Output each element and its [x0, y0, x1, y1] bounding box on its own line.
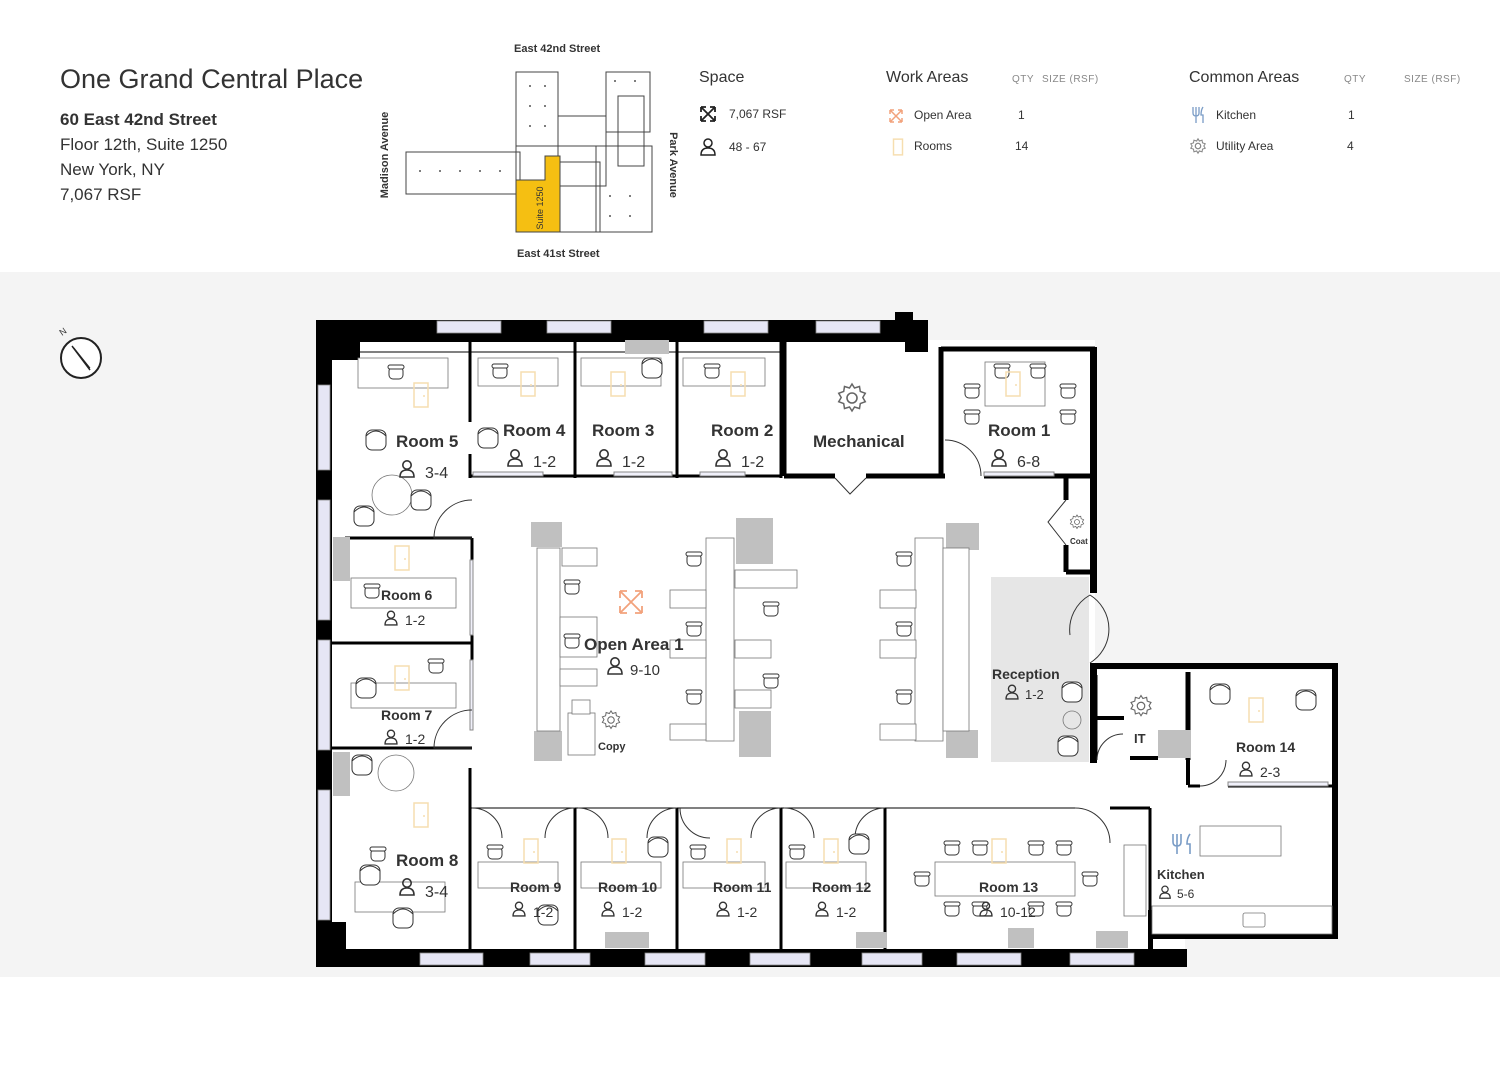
- room-13-name: Room 13: [979, 879, 1038, 895]
- it-name: IT: [1134, 731, 1146, 746]
- fork-knife-icon: [1192, 106, 1204, 123]
- room-8-cap: 3-4: [425, 884, 448, 901]
- suite-label: Suite 1250: [535, 186, 545, 229]
- room-10-cap: 1-2: [622, 904, 642, 920]
- common-area-qty-utility: 4: [1347, 139, 1354, 153]
- building-floor-suite: Floor 12th, Suite 1250: [60, 135, 228, 154]
- room-4-name: Room 4: [503, 421, 566, 440]
- reception-name: Reception: [992, 666, 1060, 682]
- coat-name: Coat: [1070, 537, 1088, 546]
- common-areas-size-header: SIZE (RSF): [1404, 74, 1461, 85]
- work-areas-qty-header: QTY: [1012, 74, 1035, 85]
- room-7-name: Room 7: [381, 707, 433, 723]
- common-area-label-kitchen: Kitchen: [1216, 108, 1257, 122]
- work-area-label-rooms: Rooms: [914, 139, 953, 153]
- room-11-name: Room 11: [713, 879, 772, 895]
- street-north: East 42nd Street: [514, 43, 601, 55]
- columns: [333, 340, 1191, 948]
- room-14-cap: 2-3: [1260, 764, 1280, 780]
- room-1-name: Room 1: [988, 421, 1050, 440]
- building-rsf: 7,067 RSF: [60, 185, 142, 204]
- space-area: 7,067 RSF: [729, 107, 787, 121]
- open-area-icon: [889, 109, 903, 123]
- work-area-qty-rooms: 14: [1015, 139, 1029, 153]
- street-south: East 41st Street: [517, 248, 600, 260]
- windows: [317, 320, 1135, 966]
- space-title: Space: [699, 69, 745, 86]
- room-5-name: Room 5: [396, 432, 458, 451]
- open-area-1-name: Open Area 1: [584, 635, 684, 654]
- compass-north-label: N: [57, 326, 68, 338]
- room-labels: Room 5 3-4 Room 4 1-2 Room 3 1-2 Room 2 …: [381, 421, 1295, 920]
- room-5-cap: 3-4: [425, 465, 448, 482]
- room-6-name: Room 6: [381, 587, 433, 603]
- room-3-cap: 1-2: [622, 454, 645, 471]
- room-10-name: Room 10: [598, 879, 657, 895]
- room-12-cap: 1-2: [836, 904, 856, 920]
- header: One Grand Central Place 60 East 42nd Str…: [0, 0, 1500, 272]
- work-area-qty-open: 1: [1018, 108, 1025, 122]
- room-2-name: Room 2: [711, 421, 773, 440]
- room-2-cap: 1-2: [741, 454, 764, 471]
- work-areas-size-header: SIZE (RSF): [1042, 74, 1099, 85]
- door-swings: [433, 439, 1227, 844]
- room-1-cap: 6-8: [1017, 454, 1040, 471]
- mechanical-name: Mechanical: [813, 432, 905, 451]
- room-12-name: Room 12: [812, 879, 871, 895]
- door-icon: [892, 138, 904, 156]
- common-area-label-utility: Utility Area: [1216, 139, 1274, 153]
- room-9-cap: 1-2: [533, 904, 553, 920]
- key-plan: Suite 1250: [405, 71, 653, 233]
- footer: [12, 977, 1500, 1067]
- open-area-1-cap: 9-10: [630, 662, 660, 679]
- room-14-name: Room 14: [1236, 739, 1295, 755]
- kitchen-name: Kitchen: [1157, 867, 1205, 882]
- reception-area: [991, 577, 1089, 762]
- building-city: New York, NY: [60, 160, 165, 179]
- room-6-cap: 1-2: [405, 612, 425, 628]
- room-7-cap: 1-2: [405, 731, 425, 747]
- building-address: 60 East 42nd Street: [60, 110, 217, 129]
- work-area-label-open: Open Area: [914, 108, 972, 122]
- common-area-qty-kitchen: 1: [1348, 108, 1355, 122]
- suite-highlight: [515, 155, 561, 233]
- room-13-cap: 10-12: [1000, 904, 1036, 920]
- glazing: [469, 471, 1329, 787]
- person-icon: [700, 138, 716, 156]
- gear-icon: [1189, 137, 1207, 155]
- room-11-cap: 1-2: [737, 904, 757, 920]
- room-9-name: Room 9: [510, 879, 562, 895]
- common-areas-title: Common Areas: [1189, 69, 1300, 86]
- expand-icon: [700, 106, 716, 122]
- building-title: One Grand Central Place: [60, 64, 364, 94]
- room-4-cap: 1-2: [533, 454, 556, 471]
- kitchen-cap: 5-6: [1177, 887, 1195, 901]
- open-area-expand-icon: [619, 590, 643, 614]
- common-areas-qty-header: QTY: [1344, 74, 1367, 85]
- space-occupancy: 48 - 67: [729, 140, 767, 154]
- room-8-name: Room 8: [396, 851, 458, 870]
- work-areas-title: Work Areas: [886, 69, 969, 86]
- reception-cap: 1-2: [1025, 687, 1044, 702]
- compass: N: [57, 326, 102, 379]
- kitchen-fork-knife-icon: [1172, 833, 1191, 854]
- room-3-name: Room 3: [592, 421, 654, 440]
- copy-name: Copy: [598, 741, 626, 753]
